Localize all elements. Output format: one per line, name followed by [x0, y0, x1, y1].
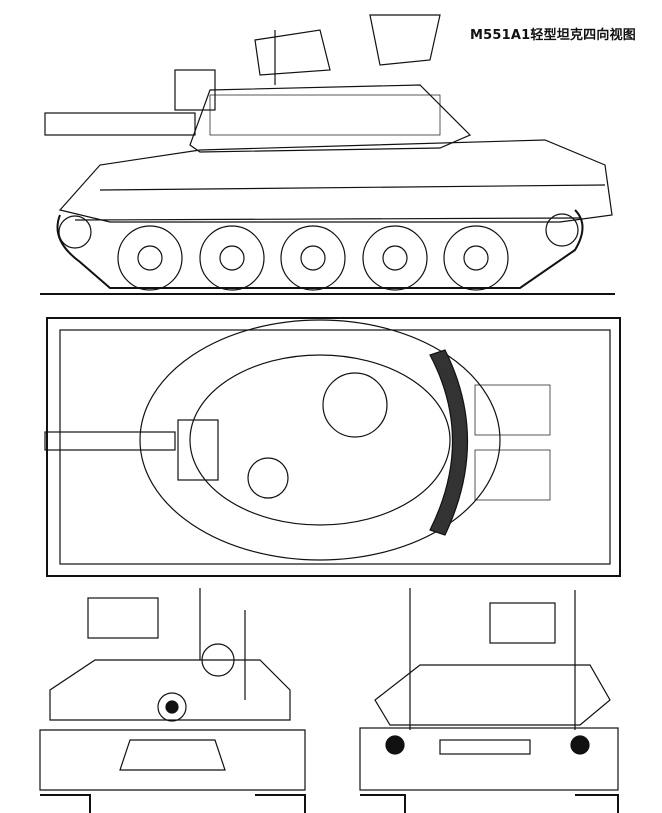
hull-deck	[59, 329, 611, 565]
gun-barrel	[44, 112, 196, 136]
track-top	[74, 217, 581, 221]
idler-wheel	[545, 213, 579, 247]
turret-ring	[139, 319, 501, 561]
front-view	[39, 588, 306, 813]
drawing-title: M551A1轻型坦克四向视图	[470, 28, 636, 43]
tracks-rear	[360, 794, 619, 813]
sight-housing-top	[177, 419, 219, 481]
turret	[189, 84, 472, 153]
commander-cupola	[322, 372, 388, 438]
hull-outline-top	[46, 317, 621, 577]
engine-grill-2	[474, 449, 551, 501]
hull	[58, 139, 613, 223]
hull-line	[99, 184, 606, 191]
gun-muzzle	[157, 692, 187, 722]
machine-gun-mount	[254, 29, 331, 85]
tail-light-left	[385, 735, 405, 755]
side-view	[40, 14, 615, 295]
drive-sprocket	[58, 215, 92, 249]
tail-light-right	[570, 735, 590, 755]
turret-inner	[189, 354, 451, 526]
tracks-front	[40, 794, 306, 813]
gun-shield-front	[87, 597, 159, 639]
hull-front	[39, 729, 306, 791]
road-wheels	[117, 225, 509, 291]
gun-barrel-top	[44, 431, 176, 451]
rear-view	[359, 588, 619, 813]
engine-grill-1	[474, 384, 551, 436]
hull-rear	[359, 727, 619, 791]
gun-shield	[369, 14, 441, 66]
gun-shield-rear	[489, 602, 556, 644]
sight-box	[174, 69, 216, 111]
turret-front	[49, 659, 291, 721]
hatch	[247, 457, 289, 499]
top-view	[44, 317, 621, 577]
track	[56, 209, 584, 289]
stowage-boxes	[209, 94, 441, 136]
turret-rear	[374, 664, 611, 726]
mesh-basket	[429, 349, 469, 536]
